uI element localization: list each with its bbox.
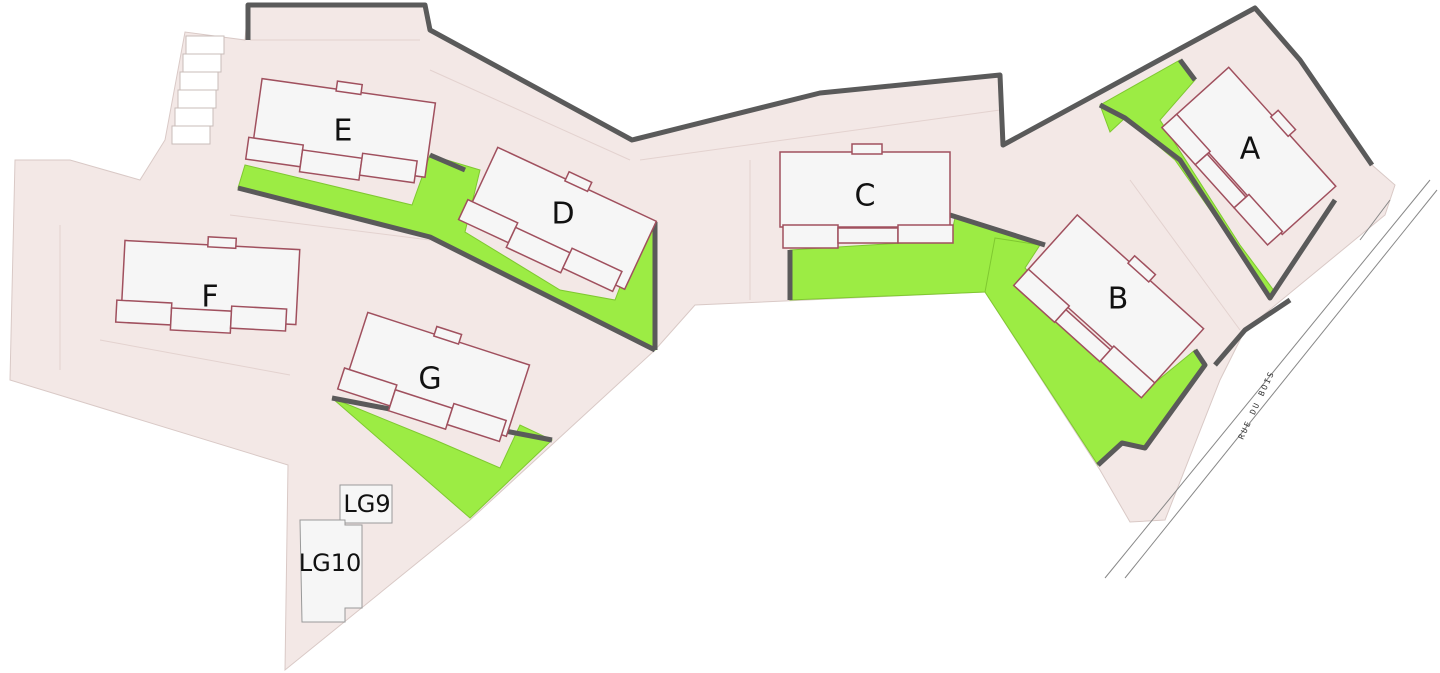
- building-d: [457, 146, 658, 293]
- building-a: [1160, 66, 1337, 247]
- garage-lg10: [299, 519, 363, 623]
- garage-label-lg9: LG9: [343, 490, 390, 518]
- building-label-c: C: [855, 179, 876, 214]
- building-c: [779, 143, 954, 249]
- garage-lg9: [339, 484, 393, 524]
- building-label-a: A: [1240, 132, 1261, 167]
- building-label-e: E: [334, 114, 353, 149]
- garage-label-lg10: LG10: [299, 549, 362, 577]
- building-g: [336, 311, 531, 443]
- building-label-b: B: [1108, 282, 1129, 317]
- road: [1104, 179, 1438, 579]
- building-b: [1012, 213, 1205, 399]
- street-name: RUE DU BOIS: [1237, 369, 1277, 441]
- building-label-g: G: [418, 362, 441, 397]
- building-f: [114, 236, 301, 334]
- building-label-f: F: [201, 280, 218, 315]
- garden-g: [331, 397, 553, 519]
- building-label-d: D: [551, 197, 574, 232]
- parking-bays: [59, 39, 1241, 376]
- building-e: [244, 77, 437, 184]
- garage-row: [171, 35, 225, 145]
